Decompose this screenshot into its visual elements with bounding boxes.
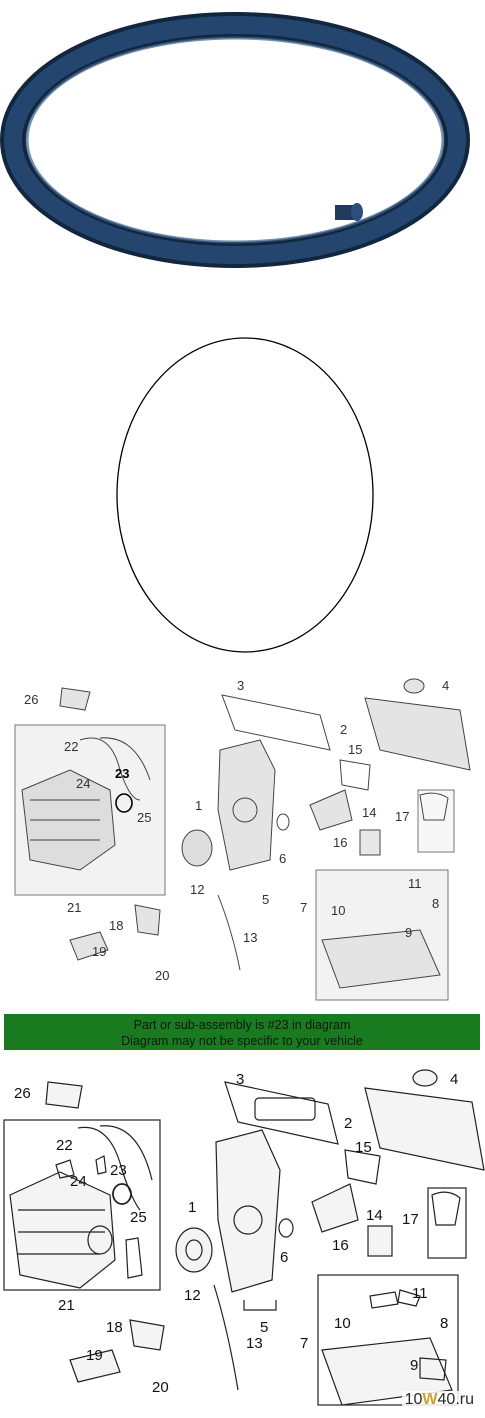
callout-13-large: 13 — [246, 1335, 263, 1352]
callout-8-large: 8 — [440, 1315, 448, 1332]
watermark-mid: W — [422, 1391, 438, 1408]
callout-16-large: 16 — [332, 1237, 349, 1254]
callout-17: 17 — [395, 809, 409, 824]
callout-7-large: 7 — [300, 1335, 308, 1352]
gasket-photo — [0, 12, 470, 268]
watermark: 10W40.ru — [401, 1391, 477, 1409]
callout-9-large: 9 — [410, 1357, 418, 1374]
callout-18-large: 18 — [106, 1319, 123, 1336]
callout-10: 10 — [331, 903, 345, 918]
callout-20: 20 — [155, 968, 169, 983]
callout-22: 22 — [64, 739, 78, 754]
callout-5: 5 — [262, 892, 269, 907]
callout-4-large: 4 — [450, 1071, 458, 1088]
callout-12: 12 — [190, 882, 204, 897]
callout-5-large: 5 — [260, 1319, 268, 1336]
parts-diagram-small-svg: 1 2 3 4 5 6 7 8 9 10 11 12 13 14 15 16 1… — [14, 678, 471, 1001]
callout-26: 26 — [24, 692, 38, 707]
oring-drawing — [116, 337, 374, 653]
callout-21: 21 — [67, 900, 81, 915]
callout-19-large: 19 — [86, 1347, 103, 1364]
parts-diagram-large: 1 2 3 4 5 6 7 8 9 10 11 12 13 14 15 16 1… — [0, 1060, 485, 1413]
callout-8: 8 — [432, 896, 439, 911]
callout-3: 3 — [237, 678, 244, 693]
callout-2-large: 2 — [344, 1115, 352, 1132]
callout-18: 18 — [109, 918, 123, 933]
callout-14: 14 — [362, 805, 376, 820]
callout-6-large: 6 — [280, 1249, 288, 1266]
parts-diagram-large-svg: 1 2 3 4 5 6 7 8 9 10 11 12 13 14 15 16 1… — [3, 1069, 485, 1406]
callout-7: 7 — [300, 900, 307, 915]
callout-9: 9 — [405, 925, 412, 940]
callout-11-large: 11 — [412, 1285, 428, 1302]
callout-25-large: 25 — [130, 1209, 147, 1226]
callout-4: 4 — [442, 678, 449, 693]
callout-22-large: 22 — [56, 1137, 73, 1154]
callout-17-large: 17 — [402, 1211, 419, 1228]
part-notice-banner: Part or sub-assembly is #23 in diagram D… — [4, 1014, 480, 1050]
watermark-suffix: 40.ru — [437, 1391, 474, 1408]
callout-23-large: 23 — [110, 1162, 127, 1179]
callout-13: 13 — [243, 930, 257, 945]
callout-19: 19 — [92, 944, 106, 959]
callout-3-large: 3 — [236, 1071, 244, 1088]
banner-line-2: Diagram may not be specific to your vehi… — [121, 1034, 363, 1048]
callout-11: 11 — [408, 876, 422, 891]
callout-23: 23 — [115, 766, 129, 781]
callout-16: 16 — [333, 835, 347, 850]
oring-drawing-panel — [0, 300, 485, 660]
gasket-photo-panel — [0, 0, 485, 300]
callout-1: 1 — [195, 798, 202, 813]
callout-6: 6 — [279, 851, 286, 866]
callout-25: 25 — [137, 810, 151, 825]
callout-1-large: 1 — [188, 1199, 196, 1216]
callout-12-large: 12 — [184, 1287, 201, 1304]
callout-21-large: 21 — [58, 1297, 75, 1314]
watermark-prefix: 10 — [404, 1391, 423, 1408]
callout-20-large: 20 — [152, 1379, 169, 1396]
callout-14-large: 14 — [366, 1207, 383, 1224]
callout-10-large: 10 — [334, 1315, 351, 1332]
callout-24: 24 — [76, 776, 90, 791]
callout-2: 2 — [340, 722, 347, 737]
callout-26-large: 26 — [14, 1085, 31, 1102]
callout-15: 15 — [348, 742, 362, 757]
banner-line-1: Part or sub-assembly is #23 in diagram — [133, 1018, 351, 1032]
parts-diagram-small: 1 2 3 4 5 6 7 8 9 10 11 12 13 14 15 16 1… — [0, 670, 485, 1010]
callout-15-large: 15 — [355, 1139, 372, 1156]
callout-24-large: 24 — [70, 1173, 87, 1190]
